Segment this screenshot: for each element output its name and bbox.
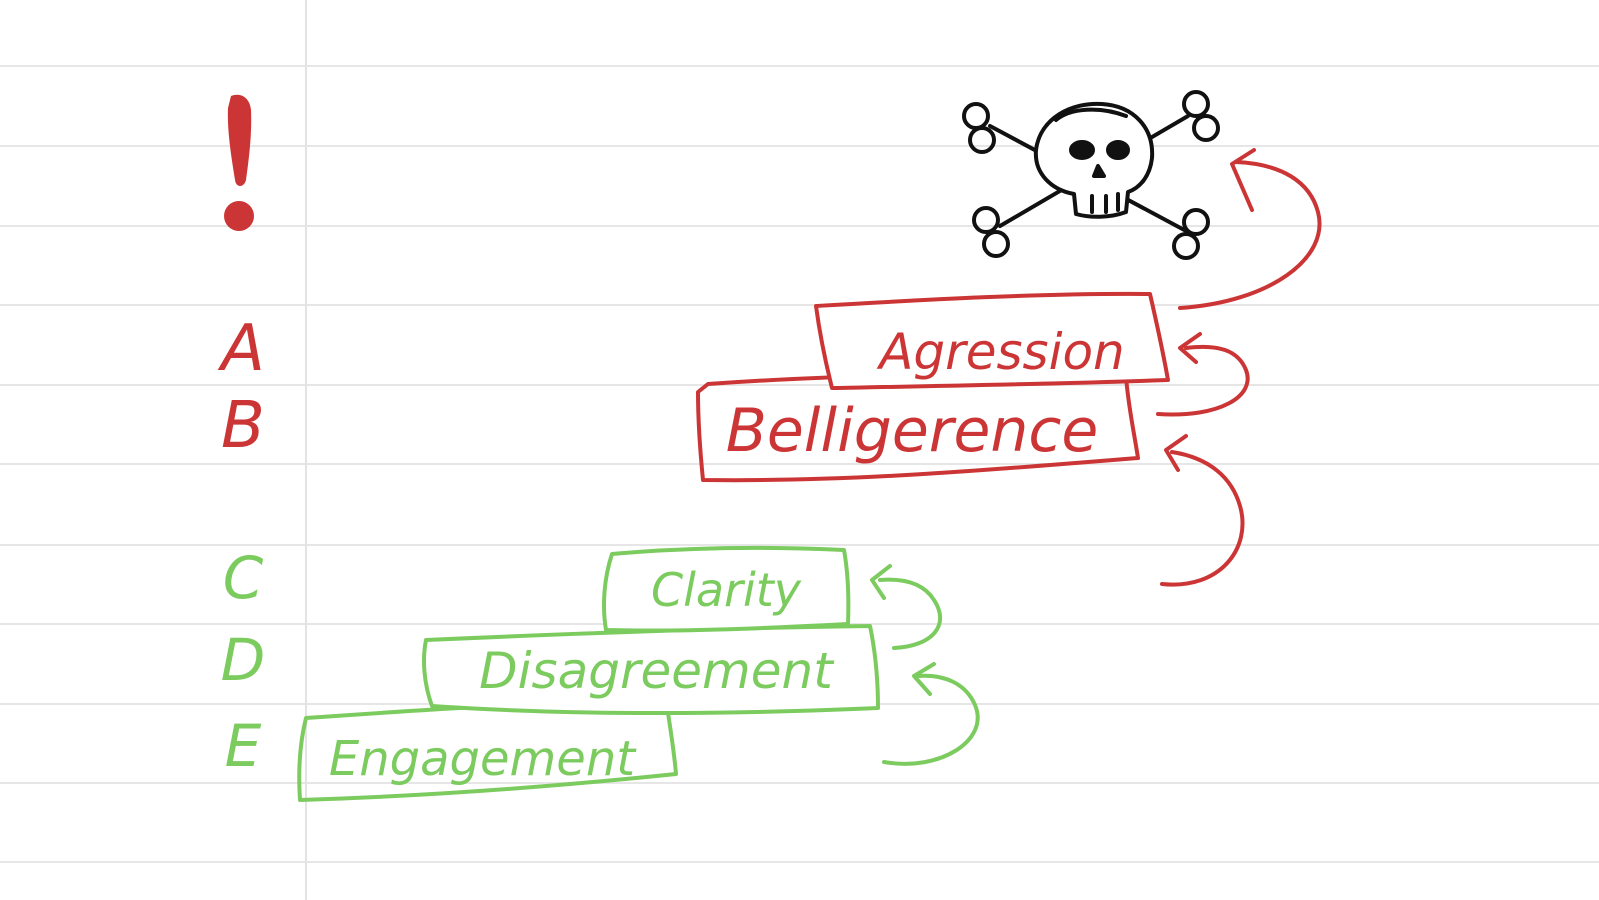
box-engagement: Engagement bbox=[297, 698, 678, 802]
arrow-engagement-to-disagreement bbox=[882, 662, 980, 766]
box-label-engagement: Engagement bbox=[329, 731, 637, 787]
letter-b: B bbox=[221, 389, 265, 463]
box-label-belligerence: Belligerence bbox=[726, 396, 1099, 466]
letter-c: C bbox=[223, 544, 264, 612]
warning-exclamation-mark bbox=[224, 94, 254, 231]
box-disagreement: Disagreement bbox=[422, 624, 880, 715]
box-label-disagreement: Disagreement bbox=[479, 642, 835, 700]
skull-and-crossbones-icon bbox=[962, 90, 1220, 260]
letter-d: D bbox=[221, 626, 266, 694]
box-belligerence: Belligerence bbox=[696, 372, 1140, 483]
box-label-clarity: Clarity bbox=[651, 563, 802, 617]
arrow-to-belligerence bbox=[1160, 434, 1245, 587]
arrow-disagreement-to-clarity bbox=[870, 564, 942, 650]
arrow-belligerence-to-aggression bbox=[1156, 332, 1250, 417]
letter-a: A bbox=[217, 312, 265, 386]
arrow-aggression-to-skull bbox=[1178, 148, 1322, 310]
box-label-aggression: Agression bbox=[876, 323, 1125, 381]
letter-e: E bbox=[225, 712, 262, 780]
box-aggression: Agression bbox=[814, 291, 1170, 390]
box-clarity: Clarity bbox=[602, 545, 851, 633]
